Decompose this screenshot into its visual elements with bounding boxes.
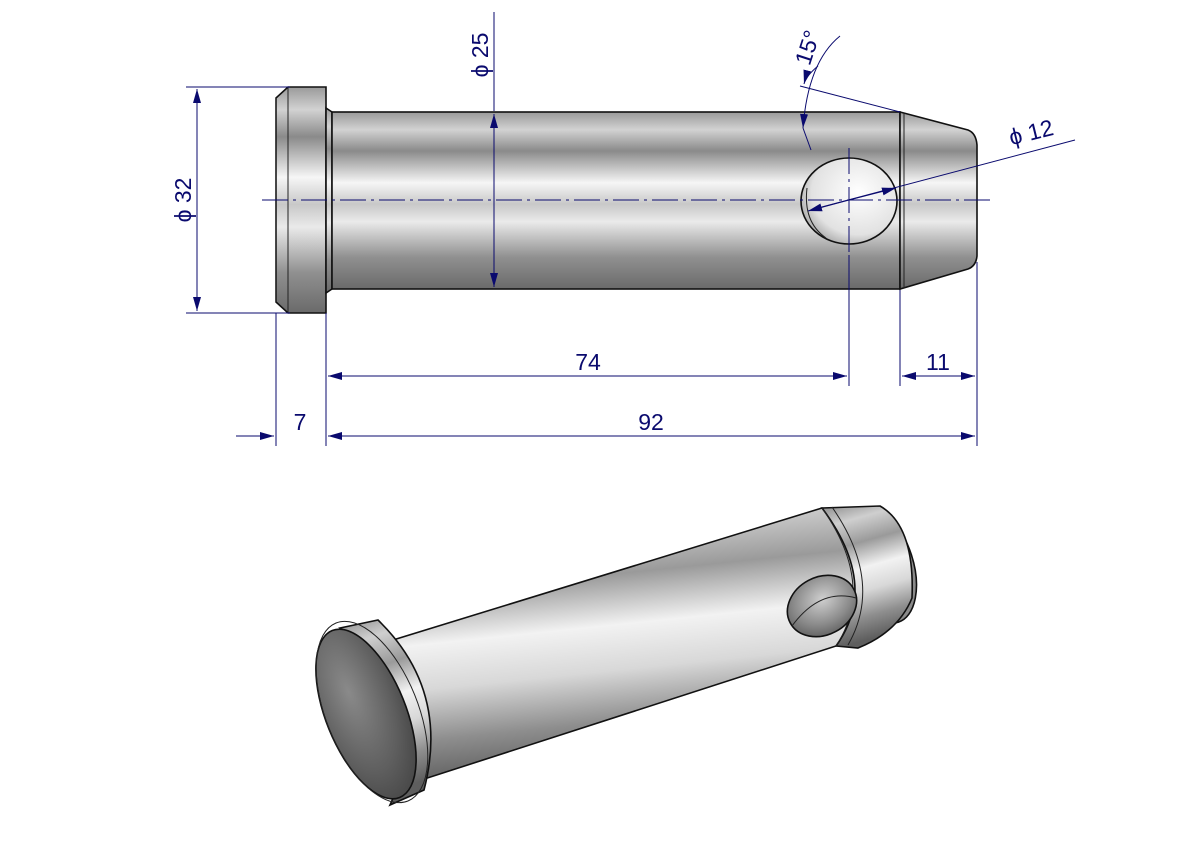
dim-shaft-length: 92 [638,409,664,435]
dim-shaft-diameter: ϕ 25 [467,33,493,78]
iso-shaft [376,507,856,783]
isometric-view [315,505,918,807]
iso-cross-hole [786,574,858,638]
dim-chamfer-length: 11 [926,349,950,375]
dimensions: ϕ 32 ϕ 25 15° ϕ 12 74 11 7 92 [170,12,1076,446]
dim-hole-diameter: ϕ 12 [1006,114,1056,150]
dim-head-diameter: ϕ 32 [170,178,196,223]
dim-head-thickness: 7 [294,409,307,435]
dim-hole-position: 74 [575,349,601,375]
